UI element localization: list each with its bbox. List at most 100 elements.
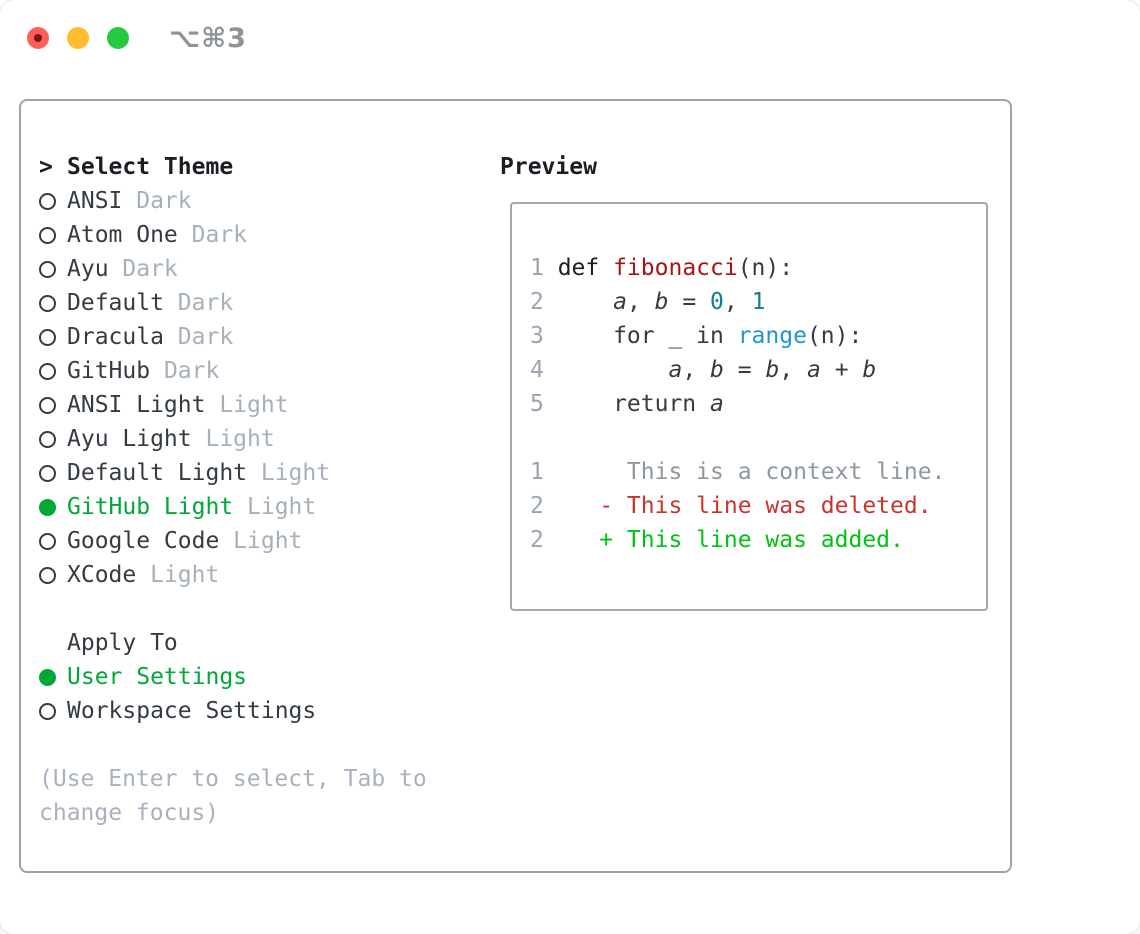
code-token: +: [820, 357, 863, 383]
radio-icon: [39, 532, 56, 550]
line-number: 2: [530, 527, 544, 553]
code-token: a: [668, 357, 683, 383]
radio-icon: [39, 260, 56, 278]
apply-to-header: Apply To: [39, 626, 427, 660]
code-token: [558, 357, 669, 383]
code-token: =: [723, 357, 766, 383]
theme-option[interactable]: Ayu Light Light: [39, 422, 427, 456]
option-label: XCode: [67, 562, 137, 588]
option-variant-label: Dark: [122, 256, 178, 282]
radio-selected-icon: [39, 498, 56, 516]
option-label: Ayu Light: [67, 426, 192, 452]
preview-line: 2 + This line was added.: [530, 523, 986, 557]
option-label: ANSI: [67, 188, 123, 214]
radio-icon: [39, 192, 56, 210]
radio-icon: [39, 566, 56, 584]
preview-line: 2 a, b = 0, 1: [530, 285, 986, 319]
code-token: ,: [626, 289, 655, 315]
option-variant-label: Dark: [177, 290, 234, 316]
radio-icon: [39, 464, 56, 482]
option-label: Atom One: [67, 222, 178, 248]
option-label: Google Code: [67, 528, 220, 554]
line-number: 1: [530, 255, 544, 281]
code-token: for _ in: [557, 323, 738, 349]
theme-option[interactable]: Google Code Light: [39, 524, 427, 558]
preview-line: 4 a, b = b, a + b: [530, 353, 986, 387]
code-token: This is a context line.: [557, 459, 946, 485]
code-token: (n):: [806, 323, 863, 349]
window-title: ⌥⌘3: [169, 22, 247, 54]
option-variant-label: Light: [205, 426, 275, 452]
preview-line: 1 This is a context line.: [530, 455, 986, 489]
preview-line: [530, 421, 986, 455]
code-token: ,: [723, 289, 752, 315]
theme-option[interactable]: ANSI Dark: [39, 184, 427, 218]
select-theme-header: > Select Theme: [39, 150, 427, 184]
select-theme-label: Select Theme: [67, 154, 234, 180]
option-variant-label: Dark: [177, 324, 234, 350]
line-number: 5: [530, 391, 544, 417]
option-variant-label: Light: [247, 494, 317, 520]
theme-option[interactable]: Ayu Dark: [39, 252, 427, 286]
code-token: + This line was added.: [599, 527, 904, 553]
code-token: a: [613, 289, 627, 315]
radio-icon: [39, 226, 56, 244]
code-token: [558, 527, 600, 553]
line-number: 2: [530, 493, 544, 519]
option-label: Default Light: [67, 460, 248, 486]
radio-selected-icon: [39, 668, 56, 686]
option-variant-label: Light: [233, 528, 303, 554]
radio-icon: [39, 328, 56, 346]
code-token: a: [807, 357, 821, 383]
option-label: Ayu: [67, 256, 109, 282]
option-label: User Settings: [67, 664, 248, 690]
hint-line-1: (Use Enter to select, Tab to: [39, 766, 427, 792]
minimize-button-icon[interactable]: [67, 27, 89, 49]
titlebar: ⌥⌘3: [0, 0, 1140, 76]
code-token: fibonacci: [613, 255, 738, 281]
cursor-caret-icon: >: [39, 154, 53, 180]
option-variant-label: Light: [150, 562, 220, 588]
theme-option[interactable]: Default Dark: [39, 286, 427, 320]
theme-option[interactable]: Atom One Dark: [39, 218, 427, 252]
code-token: - This line was deleted.: [599, 493, 932, 519]
code-token: 1: [751, 289, 766, 315]
close-button-icon[interactable]: [27, 27, 49, 49]
option-variant-label: Light: [219, 392, 289, 418]
code-token: [558, 493, 600, 519]
apply-to-option[interactable]: Workspace Settings: [39, 694, 427, 728]
theme-option[interactable]: XCode Light: [39, 558, 427, 592]
line-number: 3: [530, 323, 544, 349]
apply-to-option[interactable]: User Settings: [39, 660, 427, 694]
zoom-button-icon[interactable]: [107, 27, 129, 49]
code-token: =: [668, 289, 711, 315]
code-token: (n):: [737, 255, 794, 281]
code-token: b: [765, 357, 780, 383]
line-number: 1: [530, 459, 544, 485]
option-label: Workspace Settings: [67, 698, 317, 724]
radio-icon: [39, 430, 56, 448]
option-variant-label: Dark: [136, 188, 192, 214]
option-variant-label: Dark: [163, 358, 220, 384]
option-label: GitHub Light: [67, 494, 234, 520]
preview-line: 5 return a: [530, 387, 986, 421]
code-token: b: [710, 357, 724, 383]
preview-line: 3 for _ in range(n):: [530, 319, 986, 353]
radio-icon: [39, 294, 56, 312]
option-variant-label: Dark: [191, 222, 248, 248]
code-token: ,: [682, 357, 711, 383]
code-token: ,: [779, 357, 807, 383]
code-token: [558, 289, 613, 315]
code-token: range: [737, 323, 807, 349]
option-label: Default: [67, 290, 164, 316]
theme-option[interactable]: GitHub Light Light: [39, 490, 427, 524]
radio-icon: [39, 396, 56, 414]
